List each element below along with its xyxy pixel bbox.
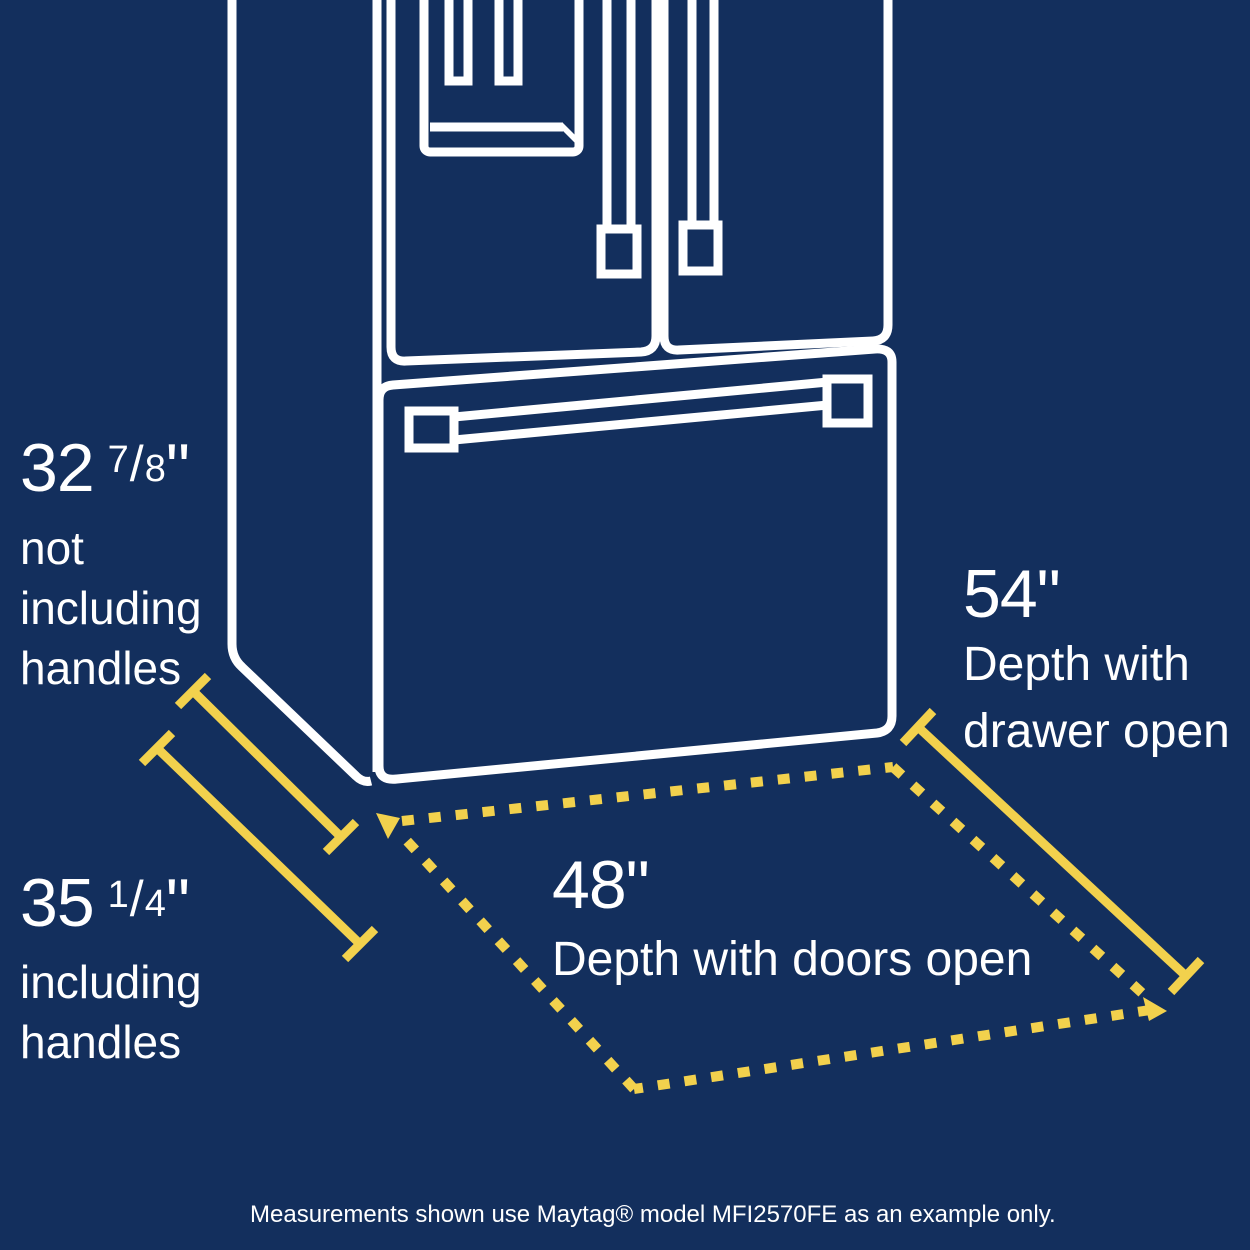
dispenser-slot-left [444,0,473,86]
dim-depth-doors-open: 48" Depth with doors open [552,851,1032,993]
drawer-handle-left-mount [404,406,459,453]
dispenser-recess [419,0,584,157]
door-handle-left [596,0,642,279]
left-door [386,0,661,366]
door-handle-left-mount [596,224,642,279]
arrow-back-right-icon [1143,997,1167,1021]
drawer-handle [404,374,873,453]
dim-depth-drawer-open: 54" Depth with drawer open [963,560,1230,765]
cabinet-side-edge [227,0,373,786]
dim-width-with-handles-caption: including handles [20,956,202,1068]
measure-line-width-with-handles [138,729,379,963]
water-dispenser [419,0,584,157]
footnote: Measurements shown use Maytag® model MFI… [250,1201,1056,1228]
measure-line-depth-drawer [899,707,1205,996]
doors-open-footprint [376,762,1167,1094]
dim-depth-doors-open-caption: Depth with doors open [552,933,1033,986]
dim-depth-drawer-open-caption: Depth with drawer open [963,638,1230,758]
fridge-doors [386,0,893,366]
door-handle-right-mount [678,220,723,276]
measure-line-width-no-handles [174,672,360,856]
door-handle-right [678,0,723,276]
measurement-lines [138,672,1205,1094]
drawer-handle-right-mount [822,374,873,428]
freezer-drawer [374,344,897,784]
dim-depth-doors-open-value: 48" [552,847,650,923]
dispenser-slot-right [494,0,523,86]
dispenser-tray-bevel [563,123,581,149]
dim-depth-drawer-open-value: 54" [963,556,1061,632]
fridge-cabinet [227,0,382,786]
dim-width-no-handles-caption: not including handles [20,522,202,694]
right-door [659,0,893,355]
arrow-front-left-icon [376,813,400,839]
drawer-panel [374,344,897,784]
